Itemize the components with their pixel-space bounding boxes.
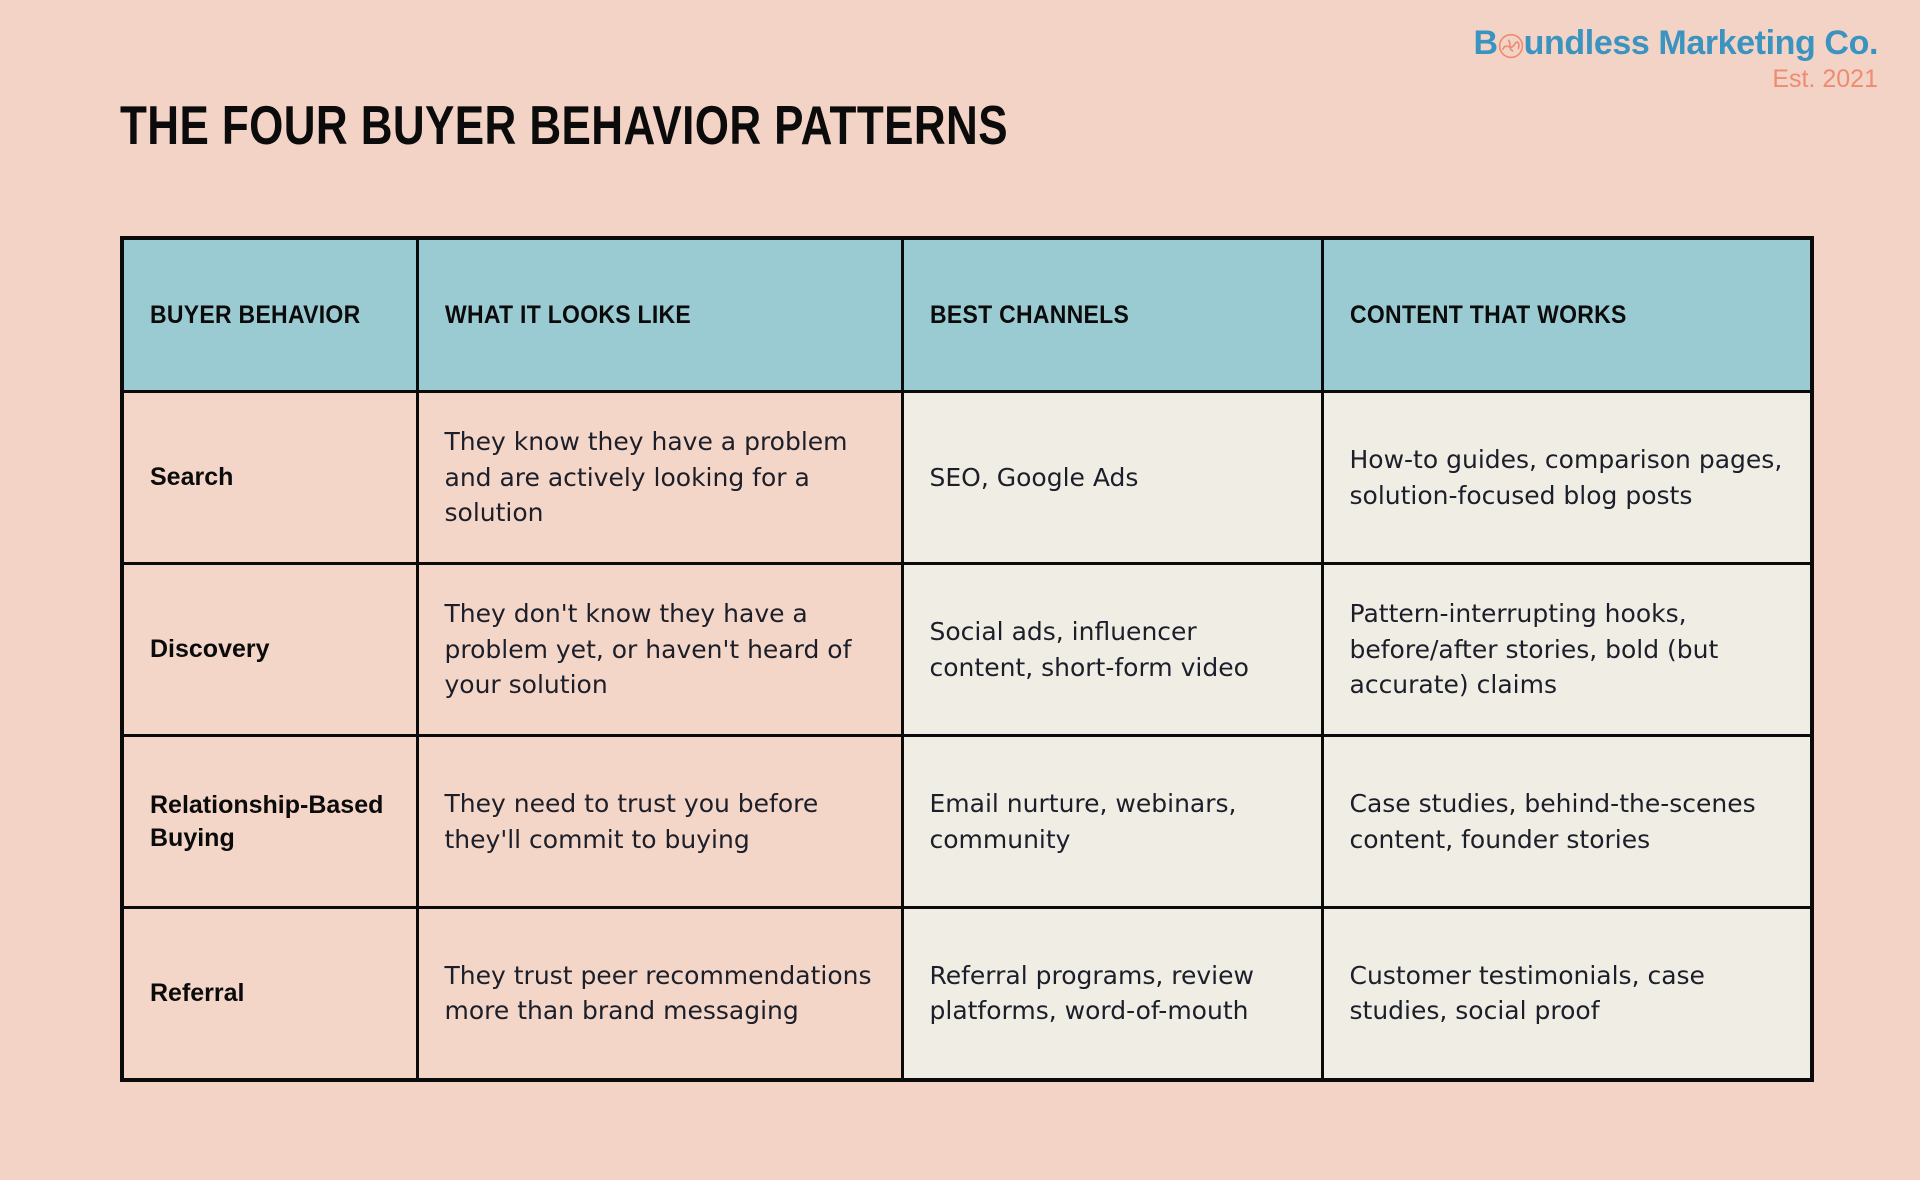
brand-name-suffix: undless Marketing Co. — [1523, 24, 1879, 62]
cell-content: Pattern-interrupting hooks, before/after… — [1320, 562, 1814, 737]
column-header-buyer-behavior: Buyer Behavior — [120, 236, 419, 393]
brand-established: Est. 2021 — [1772, 65, 1878, 93]
cell-looks-like: They trust peer recommendations more tha… — [415, 906, 904, 1081]
cell-channels: Social ads, influencer content, short-fo… — [900, 562, 1324, 737]
cell-behavior: Search — [120, 390, 419, 565]
cell-channels: SEO, Google Ads — [900, 390, 1324, 565]
buyer-behavior-table: Buyer Behavior What It Looks Like Best C… — [120, 236, 1814, 1082]
cell-looks-like: They need to trust you before they'll co… — [415, 734, 904, 909]
cell-content: Case studies, behind-the-scenes content,… — [1320, 734, 1814, 909]
brand-logo: B undless Marketing Co. Est. 2021 — [1473, 24, 1879, 93]
table-row: Relationship-Based Buying They need to t… — [120, 734, 1814, 909]
table-body: Search They know they have a problem and… — [120, 390, 1814, 1081]
brand-name-prefix: B — [1473, 24, 1499, 62]
cell-content: How-to guides, comparison pages, solutio… — [1320, 390, 1814, 565]
cell-content: Customer testimonials, case studies, soc… — [1320, 906, 1814, 1081]
cell-channels: Email nurture, webinars, community — [900, 734, 1324, 909]
brand-name: B undless Marketing Co. — [1473, 24, 1879, 62]
table-row: Discovery They don't know they have a pr… — [120, 562, 1814, 737]
table-header-row: Buyer Behavior What It Looks Like Best C… — [120, 236, 1814, 393]
cell-behavior: Relationship-Based Buying — [120, 734, 419, 909]
cell-channels: Referral programs, review platforms, wor… — [900, 906, 1324, 1081]
table-row: Referral They trust peer recommendations… — [120, 906, 1814, 1081]
column-header-best-channels: Best Channels — [900, 236, 1324, 393]
column-header-what-it-looks-like: What It Looks Like — [415, 236, 904, 393]
column-header-content-that-works: Content That Works — [1320, 236, 1814, 393]
circle-squiggle-icon — [1498, 31, 1524, 59]
buyer-behavior-table-container: Buyer Behavior What It Looks Like Best C… — [120, 236, 1814, 1082]
cell-behavior: Referral — [120, 906, 419, 1081]
table-row: Search They know they have a problem and… — [120, 390, 1814, 565]
page-title: The Four Buyer Behavior Patterns — [120, 94, 1008, 156]
cell-looks-like: They don't know they have a problem yet,… — [415, 562, 904, 737]
table-header: Buyer Behavior What It Looks Like Best C… — [120, 236, 1814, 393]
cell-looks-like: They know they have a problem and are ac… — [415, 390, 904, 565]
cell-behavior: Discovery — [120, 562, 419, 737]
